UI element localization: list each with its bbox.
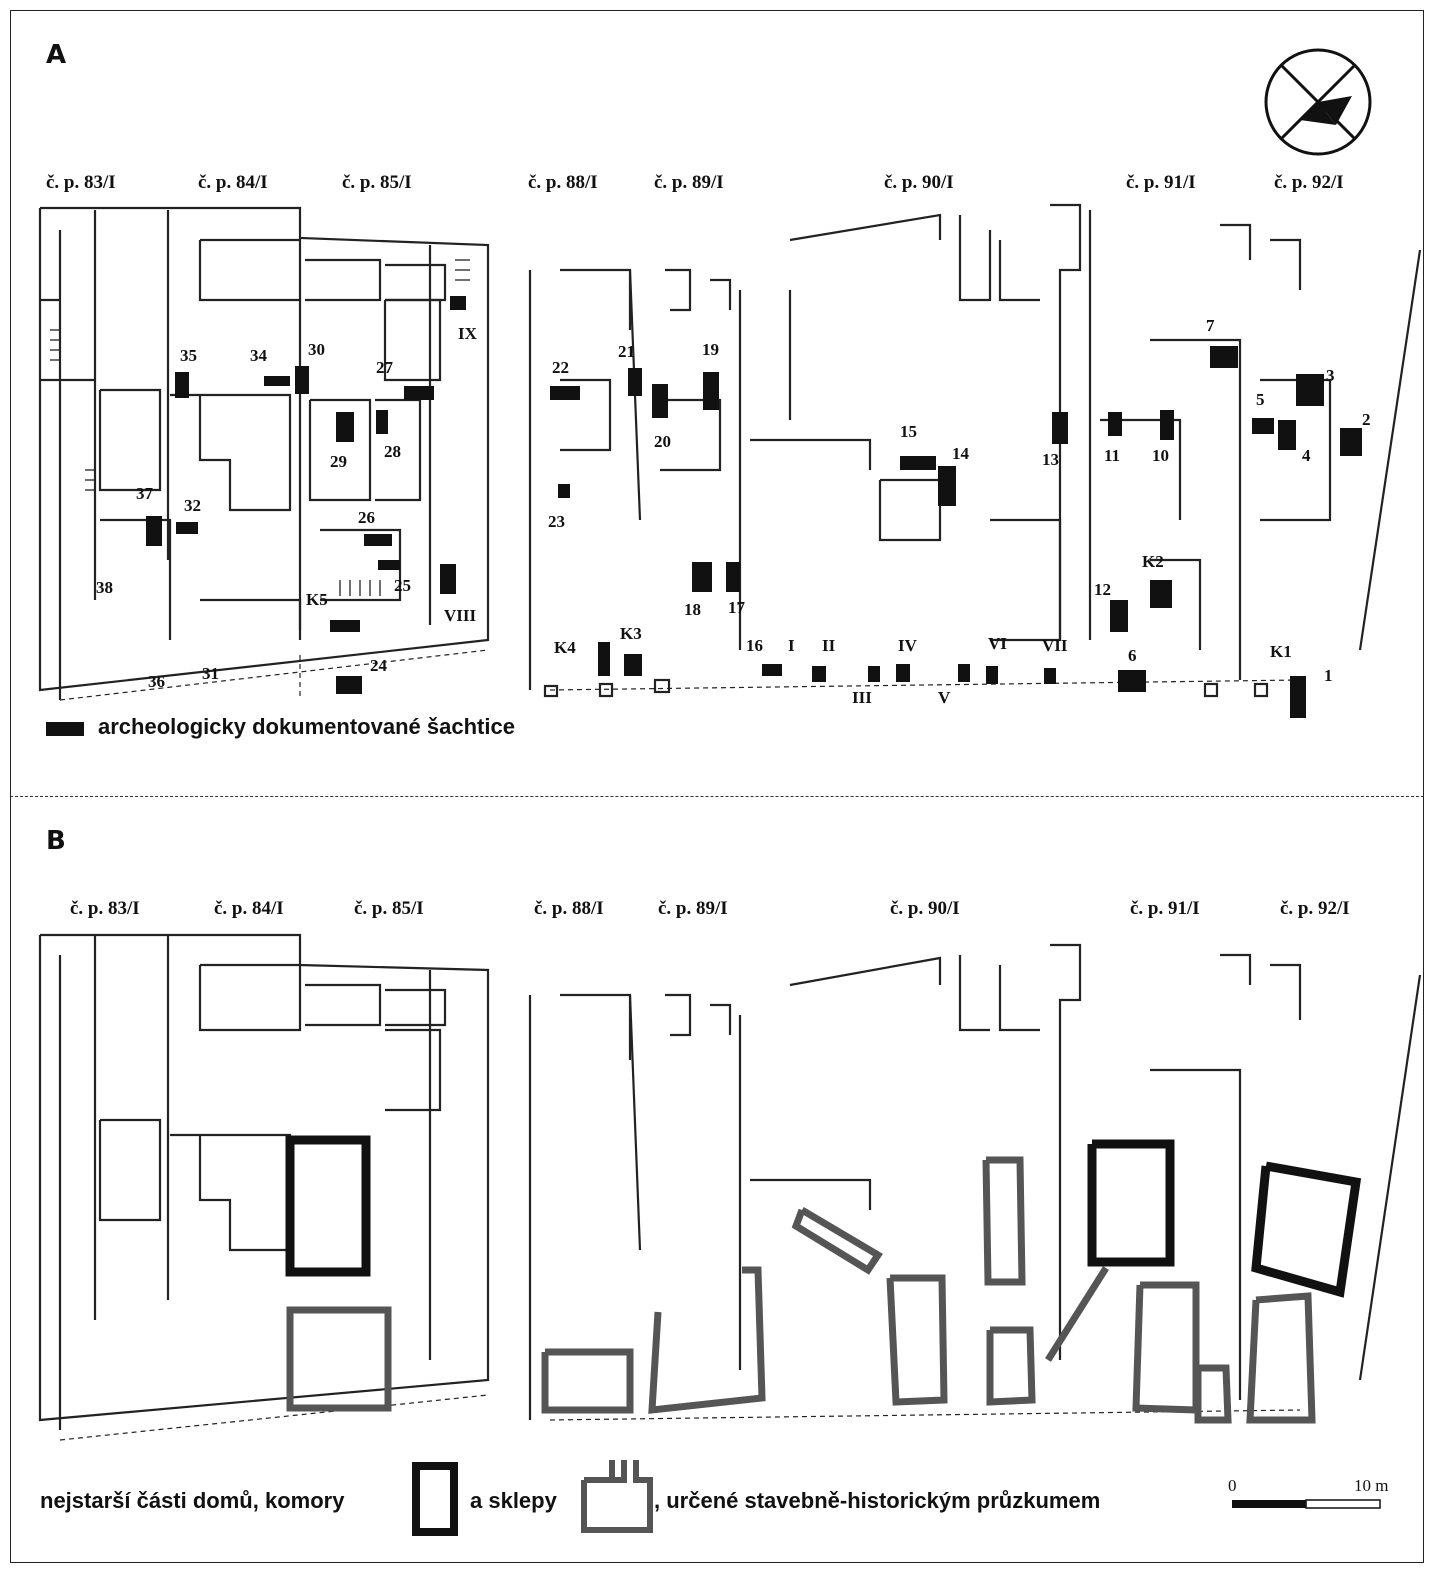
- shaft-label: VI: [988, 634, 1007, 653]
- shaft-label: 26: [358, 508, 375, 527]
- plan-b: [38, 933, 1422, 1441]
- scale-start-label: 0: [1228, 1476, 1237, 1495]
- shaft-label: V: [938, 688, 951, 707]
- shaft-label: 12: [1094, 580, 1111, 599]
- shaft-label: 23: [548, 512, 565, 531]
- shaft-label: 29: [330, 452, 347, 471]
- chambers-b: [285, 1135, 1362, 1298]
- plan-a: [38, 203, 1422, 701]
- house-label: č. p. 89/I: [654, 172, 724, 193]
- shaft-label: 21: [618, 342, 635, 361]
- legend-cellar-swatch: [581, 1460, 653, 1533]
- north-arrow-icon: [1264, 48, 1372, 156]
- shaft-label: 2: [1362, 410, 1371, 429]
- house-label: č. p. 88/I: [528, 172, 598, 193]
- legend-a-swatch: [46, 722, 84, 736]
- shaft-label: I: [788, 636, 795, 655]
- shaft-label: K1: [1270, 642, 1292, 661]
- house-label: č. p. 90/I: [884, 172, 954, 193]
- shaft-label: 38: [96, 578, 113, 597]
- shaft-label: 17: [728, 598, 745, 617]
- legend-b-label-1: nejstarší části domů, komory: [40, 1488, 345, 1513]
- shaft-label: 13: [1042, 450, 1059, 469]
- house-label: č. p. 92/I: [1280, 898, 1350, 919]
- house-label: č. p. 85/I: [342, 172, 412, 193]
- shaft-label: IV: [898, 636, 917, 655]
- scale-end-label: 10 m: [1354, 1476, 1389, 1495]
- house-label: č. p. 91/I: [1130, 898, 1200, 919]
- legend-chamber-swatch: [412, 1462, 458, 1536]
- shaft-label: K3: [620, 624, 642, 643]
- panel-letter-b: B: [46, 826, 66, 856]
- shaft-label: 34: [250, 346, 267, 365]
- shaft-label: 35: [180, 346, 197, 365]
- panel-letter-a: A: [46, 40, 67, 70]
- house-label: č. p. 92/I: [1274, 172, 1344, 193]
- house-label: č. p. 83/I: [46, 172, 116, 193]
- legend-b-label-3: , určené stavebně-historickým průzkumem: [654, 1488, 1101, 1513]
- shaft-label: 27: [376, 358, 393, 377]
- scale-bar: [1232, 1499, 1381, 1509]
- shaft-label: 22: [552, 358, 569, 377]
- shaft-label: 3: [1326, 366, 1335, 385]
- shaft-label: 36: [148, 672, 165, 691]
- shaft-label: 24: [370, 656, 387, 675]
- house-label: č. p. 85/I: [354, 898, 424, 919]
- house-label: č. p. 89/I: [658, 898, 728, 919]
- shaft-label: 19: [702, 340, 719, 359]
- shaft-label: 6: [1128, 646, 1137, 665]
- shaft-label: 28: [384, 442, 401, 461]
- legend-a-label: archeologicky dokumentované šachtice: [98, 714, 515, 739]
- shaft-label: 11: [1104, 446, 1121, 465]
- shaft-label: VIII: [444, 606, 477, 625]
- shaft-label: 20: [654, 432, 671, 451]
- shaft-label: 7: [1206, 316, 1215, 335]
- house-label: č. p. 84/I: [198, 172, 268, 193]
- shaft-label: 32: [184, 496, 201, 515]
- shaft-label: 31: [202, 664, 219, 683]
- shaft-label: 14: [952, 444, 969, 463]
- house-label: č. p. 88/I: [534, 898, 604, 919]
- cellars-b: [286, 1156, 1316, 1424]
- shaft-label: K2: [1142, 552, 1164, 571]
- shaft-label: III: [852, 688, 872, 707]
- shaft-label: 30: [308, 340, 325, 359]
- shaft-label: VII: [1042, 636, 1068, 655]
- shaft-label: 4: [1302, 446, 1311, 465]
- house-label: č. p. 83/I: [70, 898, 140, 919]
- shaft-label: 5: [1256, 390, 1265, 409]
- shaft-label: 25: [394, 576, 411, 595]
- shaft-label: II: [822, 636, 836, 655]
- shaft-label: K5: [306, 590, 328, 609]
- figure-frame: [10, 10, 1424, 1563]
- shaft-label: 10: [1152, 446, 1169, 465]
- house-label: č. p. 84/I: [214, 898, 284, 919]
- shaft-label: 18: [684, 600, 701, 619]
- shaft-label: 16: [746, 636, 763, 655]
- shaft-label: K4: [554, 638, 576, 657]
- shaft-label: 1: [1324, 666, 1333, 685]
- shaft-label: 37: [136, 484, 153, 503]
- house-label: č. p. 91/I: [1126, 172, 1196, 193]
- house-label: č. p. 90/I: [890, 898, 960, 919]
- shafts-a: [146, 296, 1362, 718]
- shaft-label: IX: [458, 324, 477, 343]
- legend-b-label-2: a sklepy: [470, 1488, 557, 1513]
- shaft-label: 15: [900, 422, 917, 441]
- panel-divider: [10, 796, 1424, 797]
